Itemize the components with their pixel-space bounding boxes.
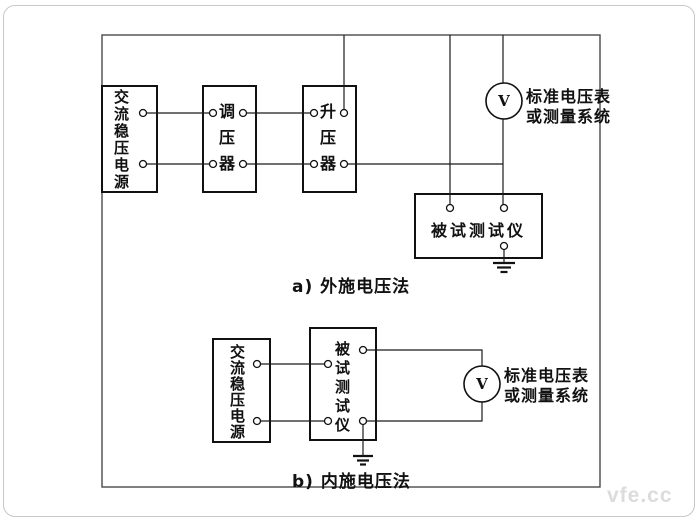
- box-voltage-regulator: [202, 85, 257, 193]
- voltmeter-symbol-b: V: [476, 375, 488, 393]
- label-ac-power-b: 交流稳压电源: [228, 344, 246, 440]
- box-tested-instrument-a: [414, 193, 543, 259]
- voltmeter-circle-a: [485, 82, 523, 120]
- voltmeter-label-a: 标准电压表 或测量系统: [526, 87, 611, 127]
- caption-section-b: b) 内施电压法: [292, 472, 411, 492]
- label-tested-instrument-b: 被试测试仪: [333, 341, 351, 436]
- voltmeter-label-a-line1: 标准电压表: [526, 87, 612, 106]
- voltmeter-circle-b: [463, 365, 501, 403]
- diagram-frame: [101, 34, 601, 488]
- caption-section-a: a) 外施电压法: [292, 277, 411, 297]
- voltmeter-label-a-line2: 或测量系统: [526, 107, 612, 126]
- voltmeter-label-b-line2: 或测量系统: [504, 386, 590, 405]
- voltmeter-label-b-line1: 标准电压表: [504, 366, 590, 385]
- box-ac-power-a: [101, 85, 158, 193]
- voltmeter-symbol-a: V: [498, 92, 510, 110]
- box-step-up-transformer: [302, 85, 357, 193]
- label-voltage-regulator: 调压器: [216, 103, 235, 181]
- box-ac-power-b: [212, 338, 271, 443]
- wires-section-a: [143, 35, 505, 263]
- label-tested-instrument-a: 被试测试仪: [430, 221, 526, 240]
- watermark: vfe.cc: [607, 484, 673, 507]
- terminals: [138, 108, 509, 426]
- label-ac-power-a: 交流稳压电源: [112, 89, 130, 191]
- label-step-up-transformer: 升压器: [317, 103, 336, 181]
- ground-symbol-a: [493, 261, 515, 274]
- voltmeter-label-b: 标准电压表 或测量系统: [504, 366, 589, 406]
- ground-symbol-b: [353, 454, 373, 466]
